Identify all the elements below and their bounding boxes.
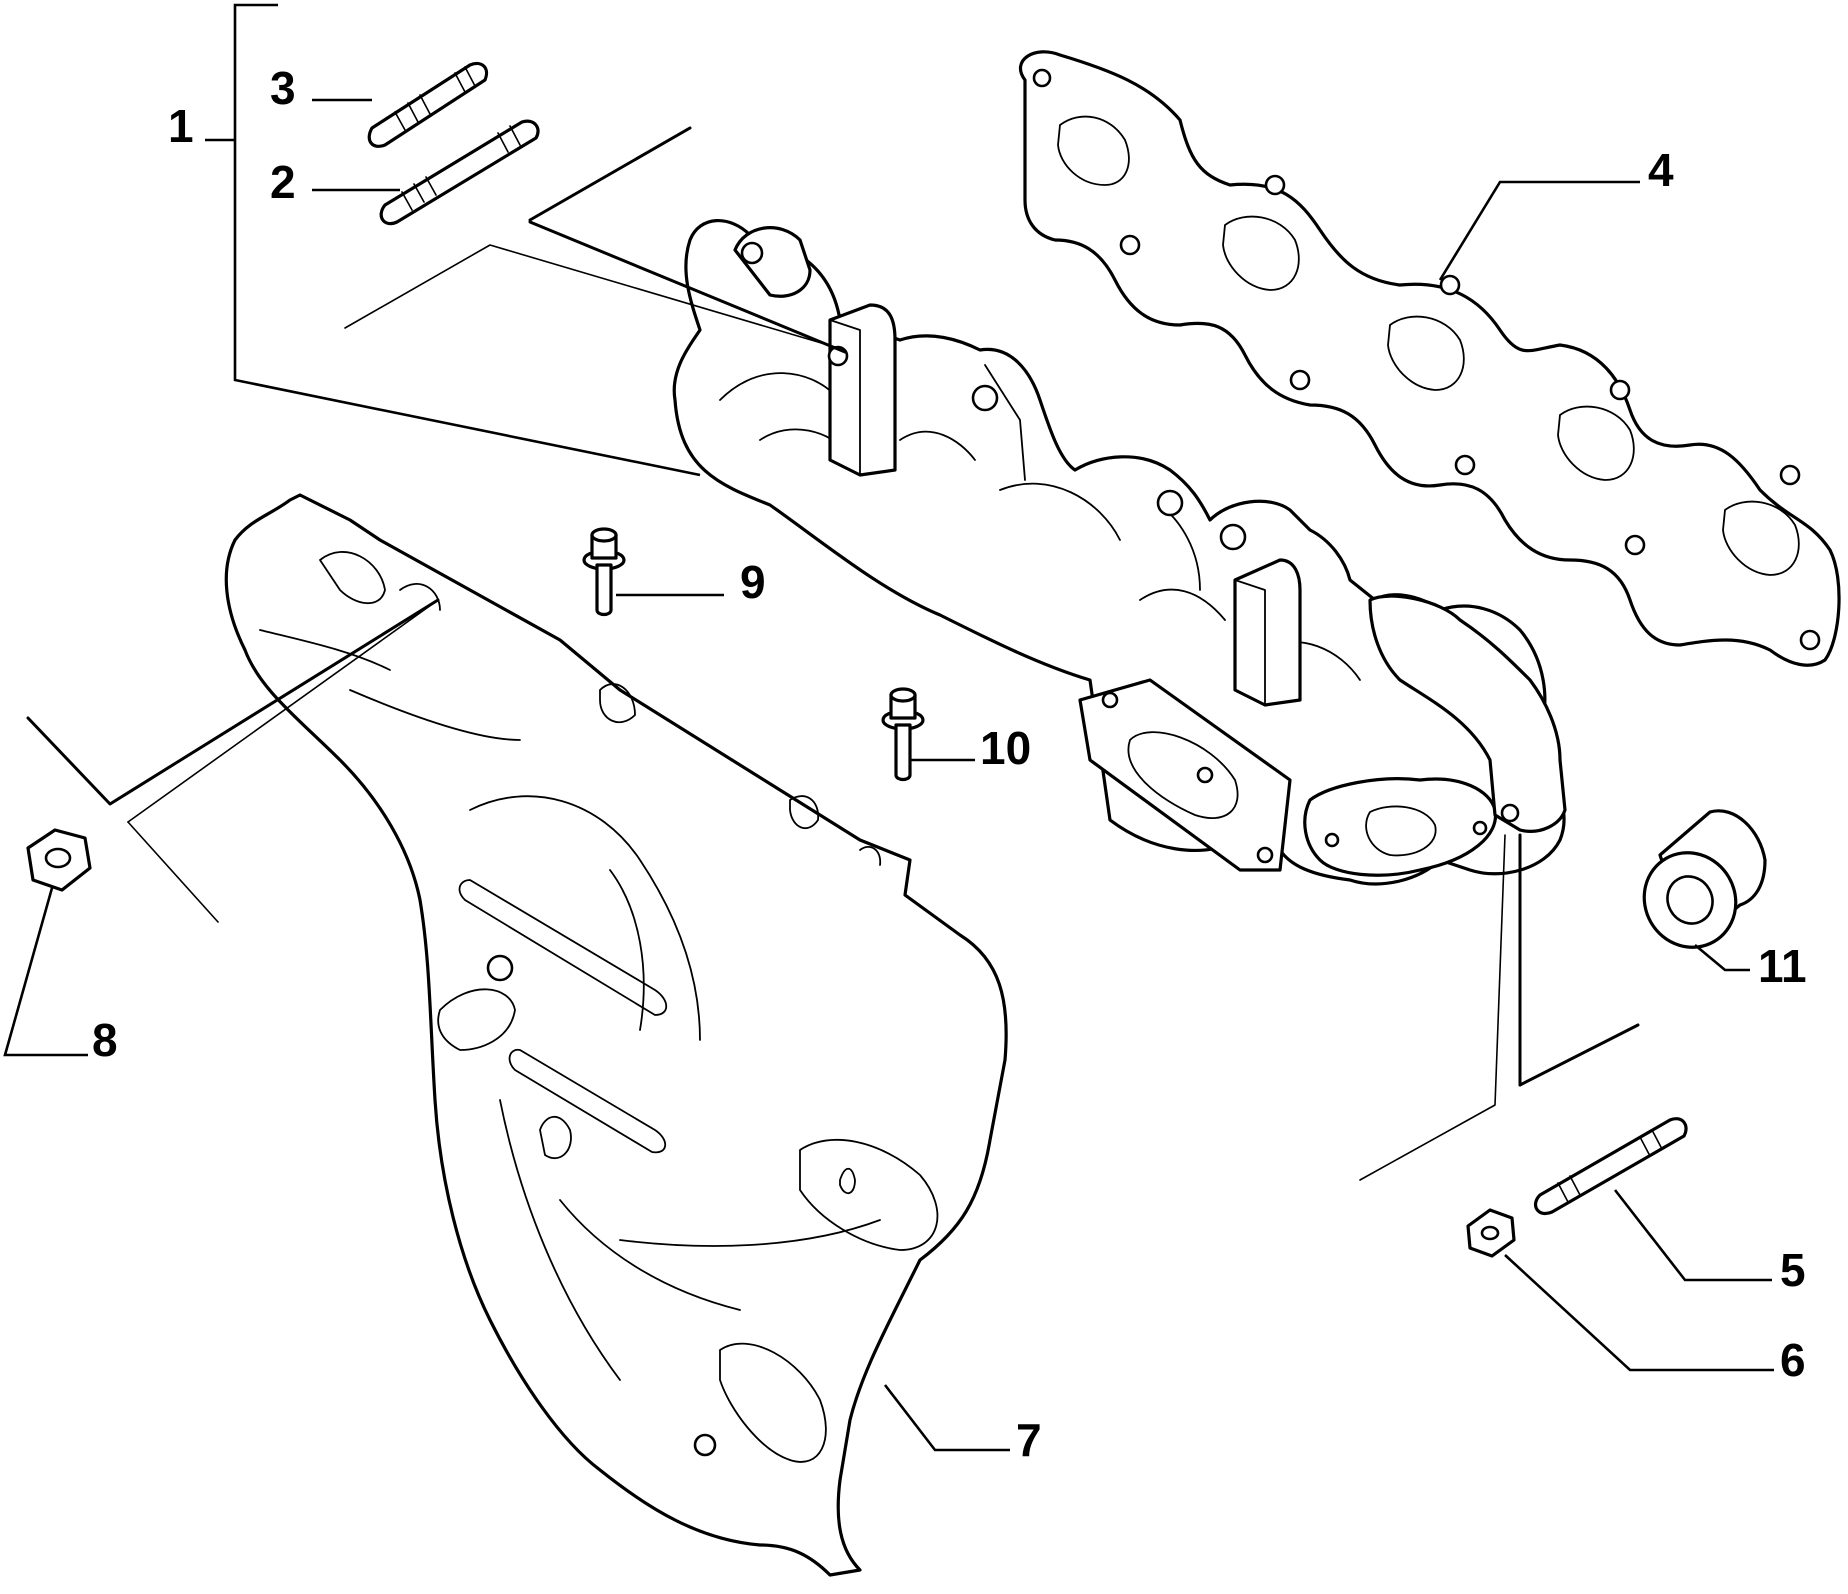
callout-10: 10 [980,722,1031,774]
callout-4: 4 [1648,144,1674,196]
callout-7: 7 [1016,1414,1042,1466]
exhaust-manifold-icon [672,219,1567,886]
callout-9: 9 [740,556,766,608]
callout-3: 3 [270,62,296,114]
stud-icon [367,61,489,148]
callout-11: 11 [1758,940,1807,992]
hex-nut-icon [1466,1208,1516,1258]
hex-nut-icon [26,828,92,892]
callout-8: 8 [92,1014,118,1066]
gasket-icon [1018,50,1841,667]
stud-icon [379,119,540,226]
callout-1: 1 [168,100,194,152]
stud-icon [1534,1117,1688,1216]
heat-shield-icon [224,493,1008,1577]
callout-6: 6 [1780,1334,1806,1386]
callout-5: 5 [1780,1244,1806,1296]
flange-bolt-icon [582,527,626,617]
spacer-bushing-icon [1642,809,1767,949]
leader-lines [3,3,1774,1452]
callout-2: 2 [270,156,296,208]
callout-labels: 1 2 3 4 5 6 7 8 9 10 11 [92,62,1807,1466]
flange-bolt-icon [881,687,925,782]
